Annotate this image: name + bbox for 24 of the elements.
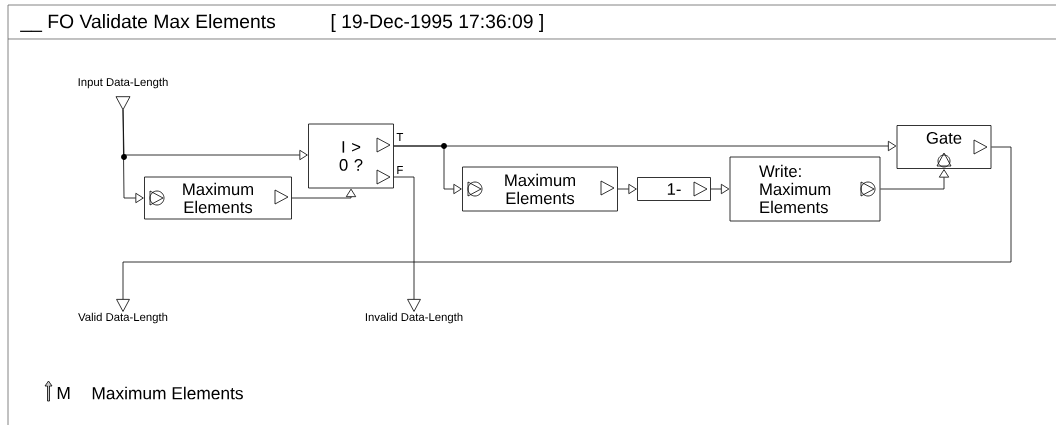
node-label: Input Data-Length — [78, 77, 168, 89]
connector — [122, 109, 144, 204]
input-terminal: Input Data-Length — [78, 77, 168, 111]
connector — [393, 176, 421, 312]
decision-block: I > 0 ? — [308, 123, 394, 189]
terminal-label: Invalid Data-Length — [365, 312, 463, 324]
port-label: F — [397, 166, 403, 174]
function-block: 1- — [637, 177, 711, 201]
function-block: Maximum Elements — [144, 176, 292, 220]
terminal-label: Valid Data-Length — [78, 312, 168, 324]
connector — [291, 188, 357, 199]
connector — [393, 145, 462, 195]
function-block: Write: Maximum Elements — [729, 156, 881, 222]
function-block: Maximum Elements — [462, 166, 618, 212]
title: __ FO Validate Max Elements — [20, 14, 276, 32]
connector — [116, 146, 1012, 312]
port-label: T — [396, 133, 404, 141]
connector — [880, 169, 950, 190]
gate-block: Gate — [896, 125, 992, 169]
connector — [617, 183, 637, 195]
connector — [710, 183, 730, 195]
timestamp: [ 19-Dec-1995 17:36:09 ] — [331, 14, 543, 32]
marker-letter: M — [57, 387, 70, 399]
legend-text: Maximum Elements — [92, 386, 243, 400]
